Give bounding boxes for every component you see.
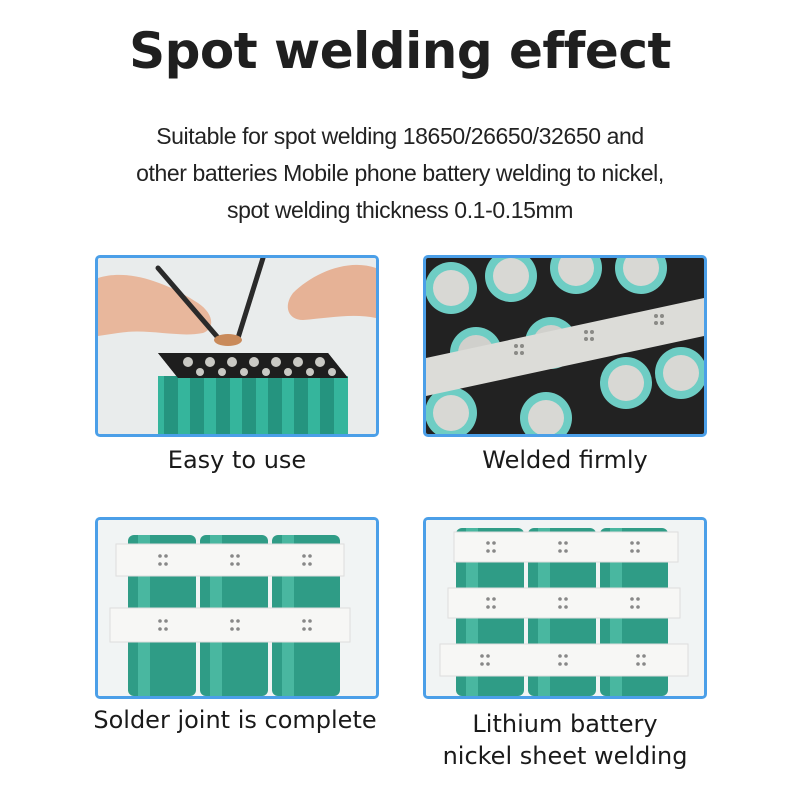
caption-solder-joint: Solder joint is complete <box>93 706 377 734</box>
caption-nickel-sheet-welding: Lithium battery nickel sheet welding <box>442 710 688 770</box>
nickel-strip-closeup-illustration <box>426 258 704 434</box>
page-title: Spot welding effect <box>129 22 671 80</box>
welded-firmly-image <box>423 255 707 437</box>
caption-easy-to-use: Easy to use <box>167 446 307 474</box>
battery-pack-welding-illustration <box>98 258 376 434</box>
solder-joint-illustration <box>98 520 376 696</box>
subtitle-line-2: other batteries Mobile phone battery wel… <box>136 160 664 186</box>
subtitle-line-3: spot welding thickness 0.1-0.15mm <box>226 197 574 223</box>
solder-joint-image <box>95 517 379 699</box>
easy-to-use-image <box>95 255 379 437</box>
nickel-sheet-welding-image <box>423 517 707 699</box>
caption-welded-firmly: Welded firmly <box>482 446 648 474</box>
subtitle: Suitable for spot welding 18650/26650/32… <box>60 118 740 229</box>
nickel-sheet-welding-illustration <box>426 520 704 696</box>
subtitle-line-1: Suitable for spot welding 18650/26650/32… <box>156 123 644 149</box>
